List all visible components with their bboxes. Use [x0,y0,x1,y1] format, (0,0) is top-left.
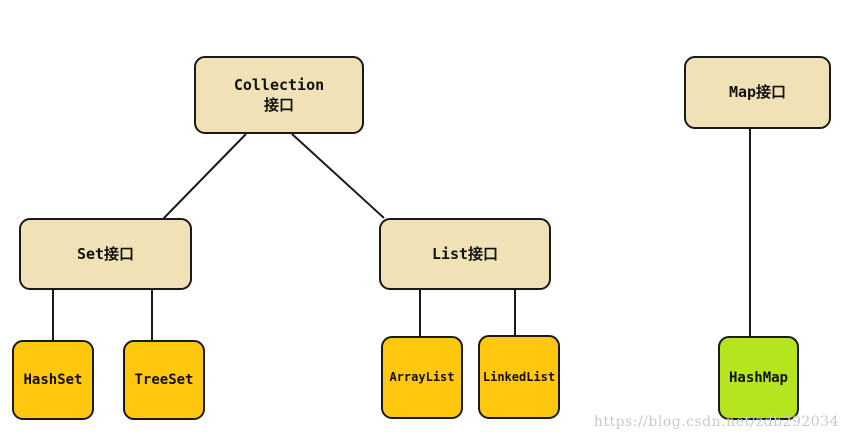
hashset-node: HashSet [12,340,94,420]
treeset-label: TreeSet [134,371,194,388]
set-interface-label: Set接口 [76,244,135,263]
hashmap-label: HashMap [728,369,788,386]
set-interface-node: Set接口 [19,218,192,290]
list-interface-node: List接口 [379,218,551,290]
map-interface-label: Map接口 [728,83,787,102]
arraylist-label: ArrayList [389,370,455,385]
linkedlist-node: LinkedList [478,335,560,419]
collection-interface-node: Collection 接口 [194,56,364,134]
treeset-node: TreeSet [123,340,205,420]
arraylist-node: ArrayList [381,336,463,419]
hashmap-node: HashMap [718,336,799,420]
hashset-label: HashSet [23,371,83,388]
watermark-text: https://blog.csdn.net/zdb292034 [593,414,839,430]
list-interface-label: List接口 [431,244,499,263]
collection-interface-label: Collection 接口 [233,75,325,114]
edge-collection-list [291,133,385,219]
linkedlist-label: LinkedList [482,369,556,384]
map-interface-node: Map接口 [684,56,831,129]
edge-collection-set [162,133,247,220]
